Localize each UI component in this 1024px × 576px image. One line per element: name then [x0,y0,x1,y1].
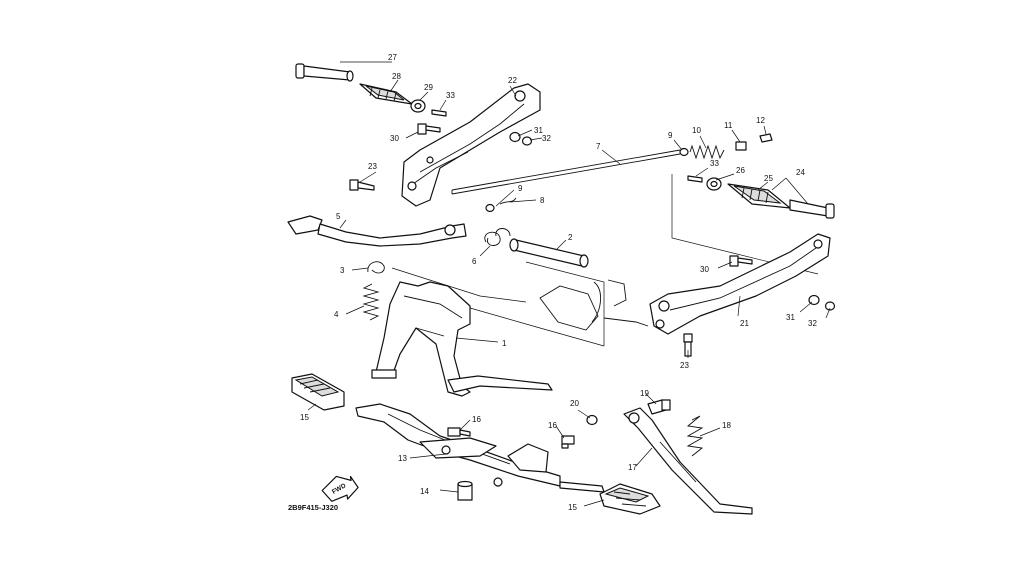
pin-9b [485,203,495,213]
callout-19: 19 [640,389,649,398]
stand-bracket-13 [355,403,561,487]
washer-29 [410,99,426,113]
callout-23-right: 23 [680,361,689,370]
brake-rod-7 [451,149,681,195]
callout-15-right: 15 [568,503,577,512]
footrest-rubber-25 [727,183,791,209]
callout-23-top: 23 [368,162,377,171]
footrest-bracket-22 [401,83,541,207]
footrest-pin-24 [789,199,835,219]
callout-30-top: 30 [390,134,399,143]
bolt-23b [683,333,693,357]
callout-4: 4 [334,310,339,319]
callout-1: 1 [502,339,507,348]
callout-20: 20 [570,399,579,408]
cotter-pin-33b [687,175,703,183]
callout-6: 6 [472,257,477,266]
callout-31-top: 31 [534,126,543,135]
callout-13: 13 [398,454,407,463]
callout-33-top: 33 [446,91,455,100]
guide-line-b [469,307,605,347]
callout-32-top: 32 [542,134,551,143]
torsion-spring-6 [484,228,511,246]
adjuster-nut-11 [735,141,747,151]
bolt-16a [447,427,471,437]
fwd-arrow-icon: FWD [321,475,359,502]
callout-15-left: 15 [300,413,309,422]
footrest-15b [599,483,661,515]
adjuster-spring-10 [689,144,725,160]
callout-24: 24 [796,168,805,177]
washer-32b [824,301,836,311]
callout-7: 7 [596,142,601,151]
callout-16-right: 16 [548,421,557,430]
callout-26: 26 [736,166,745,175]
callout-12: 12 [756,116,765,125]
callout-28: 28 [392,72,401,81]
frame-outline [539,279,649,331]
return-spring-4 [362,283,380,321]
sleeve-14 [457,480,473,501]
callout-27: 27 [388,53,397,62]
callout-21: 21 [740,319,749,328]
guide-line-a [391,267,527,303]
main-stand-1 [371,281,553,397]
footrest-rubber-28 [359,83,413,105]
drawing-code: 2B9F415-J320 [288,503,338,512]
callout-3: 3 [340,266,345,275]
bolt-30b [729,255,753,267]
callout-25: 25 [764,174,773,183]
callout-30-right: 30 [700,265,709,274]
callout-18: 18 [722,421,731,430]
callout-14: 14 [420,487,429,496]
callout-8: 8 [540,196,545,205]
callout-11: 11 [724,121,733,130]
spring-hook-3 [367,261,385,274]
callout-5: 5 [336,212,341,221]
stand-bar [559,481,605,493]
callout-33-right: 33 [710,159,719,168]
bolt-16b [561,435,575,449]
callout-9-mid: 9 [518,184,523,193]
footrest-bracket-21 [649,233,831,335]
leader-lines [307,61,831,507]
callout-29: 29 [424,83,433,92]
brake-pedal-5 [287,215,467,247]
cotter-pin-33a [431,109,447,117]
bolt-23a [349,179,375,191]
callout-labels: 27 28 29 33 22 30 31 32 7 9 10 11 12 33 … [300,53,817,512]
callout-16-left: 16 [472,415,481,424]
guide-line-c [525,261,605,346]
pivot-shaft-2 [509,238,589,268]
bolt-19 [647,399,671,415]
callout-17: 17 [628,463,637,472]
bolt-30a [417,123,441,135]
pin-9a [679,147,689,157]
washer-32a [521,136,533,146]
callout-32-right: 32 [808,319,817,328]
callout-10: 10 [692,126,701,135]
nut-31a [509,131,521,143]
callout-31-right: 31 [786,313,795,322]
callout-2: 2 [568,233,573,242]
callout-22: 22 [508,76,517,85]
side-stand-spring-18 [686,415,704,457]
footrest-pin-27 [295,63,354,82]
cotter-pin-8 [499,197,517,205]
footrest-15a [291,373,345,411]
adjuster-nut-12 [759,133,773,143]
washer-26 [706,177,722,191]
callout-9-top: 9 [668,131,673,140]
side-stand-17 [623,407,753,515]
